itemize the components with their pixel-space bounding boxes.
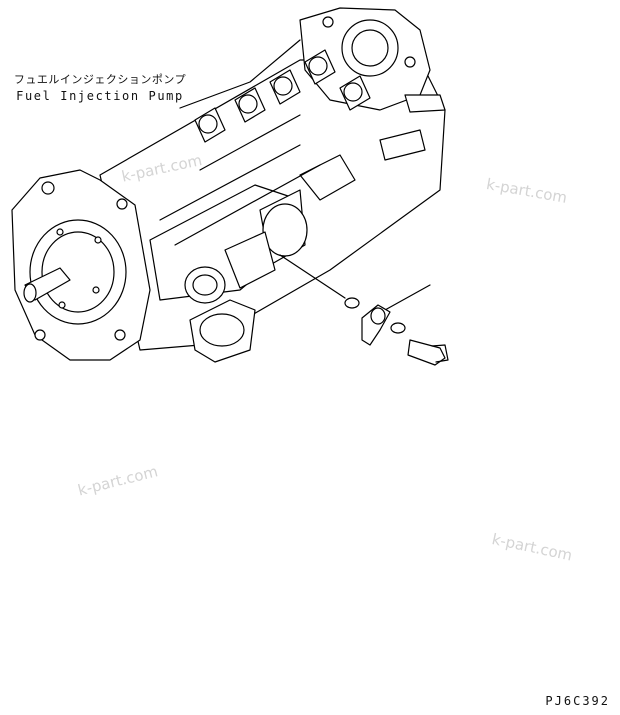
washer-2 [390, 322, 406, 334]
pump-label: フュエルインジェクションポンプ Fuel Injection Pump [0, 72, 200, 104]
pump-label-en: Fuel Injection Pump [16, 89, 184, 103]
pump-label-jp: フュエルインジェクションポンプ [13, 73, 187, 86]
leader-line-fitting [279, 254, 346, 299]
washer-1 [344, 297, 360, 309]
fuel-injection-pump [11, 7, 446, 363]
label-leader-line [179, 39, 301, 109]
drawing-code: PJ6C392 [545, 694, 610, 708]
banjo-fitting-parts [279, 254, 449, 366]
leader-line-bolt [384, 284, 431, 311]
banjo-eye [361, 304, 391, 346]
